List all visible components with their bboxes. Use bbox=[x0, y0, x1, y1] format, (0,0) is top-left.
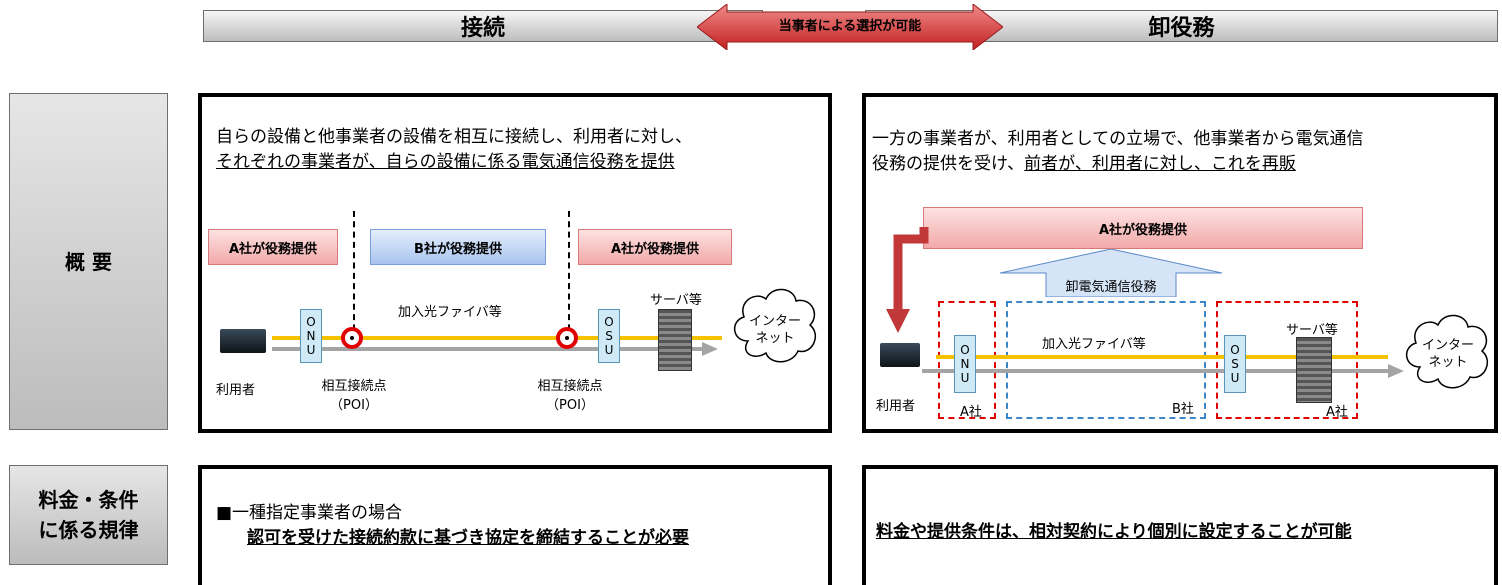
internet-label: インター ネット bbox=[1421, 338, 1474, 370]
row-header-regulation-line2: に係る規律 bbox=[38, 518, 139, 542]
tag-a-company-service: A社が役務提供 bbox=[923, 207, 1363, 249]
internet-cloud-icon bbox=[734, 288, 816, 363]
connection-overview-panel: 自らの設備と他事業者の設備を相互に接続し、利用者に対し、 それぞれの事業者が、自… bbox=[198, 93, 832, 433]
row-header-regulation: 料金・条件 に係る規律 bbox=[9, 465, 168, 565]
connection-desc-line1: 自らの設備と他事業者の設備を相互に接続し、利用者に対し、 bbox=[216, 127, 692, 147]
user-label: 利用者 bbox=[876, 399, 916, 414]
down-arrow-icon bbox=[886, 227, 929, 333]
poi-label-1: 相互接続点 （POI） bbox=[321, 379, 387, 413]
connection-desc-line2: それぞれの事業者が、自らの設備に係る電気通信役務を提供 bbox=[216, 152, 675, 172]
server-icon bbox=[1296, 337, 1332, 403]
company-a-label-right: A社 bbox=[1326, 405, 1348, 420]
internet-label: インター ネット bbox=[748, 314, 801, 346]
user-terminal-icon bbox=[220, 329, 266, 353]
choice-arrow-label: 当事者による選択が可能 bbox=[778, 19, 922, 34]
row-header-regulation-line1: 料金・条件 bbox=[38, 488, 139, 512]
server-label: サーバ等 bbox=[1286, 323, 1338, 338]
connection-regulation-panel: ■一種指定事業者の場合 認可を受けた接続約款に基づき協定を締結することが必要 bbox=[198, 465, 832, 585]
wholesale-regulation-panel: 料金や提供条件は、相対契約により個別に設定することが可能 bbox=[862, 465, 1498, 585]
header-connection: 接続 bbox=[203, 10, 763, 42]
server-label: サーバ等 bbox=[650, 293, 702, 308]
tag-a-company-right: A社が役務提供 bbox=[578, 229, 732, 265]
user-terminal-icon bbox=[880, 343, 920, 367]
flow-arrow-icon bbox=[1388, 364, 1404, 378]
poi-divider-2 bbox=[568, 211, 570, 351]
header-wholesale-label: 卸役務 bbox=[1148, 16, 1215, 41]
wholesale-overview-panel: 一方の事業者が、利用者としての立場で、他事業者から電気通信 役務の提供を受け、前… bbox=[862, 93, 1498, 433]
fiber-line bbox=[272, 336, 722, 340]
wholesale-regulation-line: 料金や提供条件は、相対契約により個別に設定することが可能 bbox=[876, 522, 1352, 542]
poi-label-2: 相互接続点 （POI） bbox=[537, 379, 603, 413]
poi-marker-1 bbox=[341, 327, 363, 349]
gray-line bbox=[922, 369, 1390, 373]
poi-marker-2 bbox=[556, 327, 578, 349]
flow-arrow-icon bbox=[702, 342, 718, 356]
fiber-line bbox=[936, 355, 1388, 359]
internet-cloud-icon bbox=[1406, 314, 1488, 389]
wholesale-desc-line2: 役務の提供を受け、前者が、利用者に対し、これを再販 bbox=[872, 154, 1296, 174]
regulation-case-line: ■一種指定事業者の場合 bbox=[216, 503, 403, 523]
company-a-box-left bbox=[938, 301, 996, 419]
company-b-box bbox=[1006, 301, 1206, 419]
company-a-label-left: A社 bbox=[960, 405, 982, 420]
company-b-label: B社 bbox=[1172, 402, 1194, 417]
tag-b-company: B社が役務提供 bbox=[370, 229, 546, 265]
regulation-requirement-line: 認可を受けた接続約款に基づき協定を締結することが必要 bbox=[247, 528, 689, 548]
double-arrow-icon bbox=[697, 4, 1003, 50]
fiber-label: 加入光ファイバ等 bbox=[1042, 337, 1146, 352]
company-a-box-right bbox=[1216, 301, 1358, 419]
fiber-label: 加入光ファイバ等 bbox=[398, 305, 502, 320]
wholesale-up-arrow-icon bbox=[1000, 249, 1222, 297]
wholesale-desc-line1: 一方の事業者が、利用者としての立場で、他事業者から電気通信 bbox=[872, 129, 1364, 149]
server-icon bbox=[658, 309, 692, 371]
tag-a-company-left: A社が役務提供 bbox=[208, 229, 338, 265]
gray-line bbox=[272, 347, 702, 351]
wholesale-service-label: 卸電気通信役務 bbox=[1065, 280, 1157, 295]
row-header-overview: 概 要 bbox=[9, 93, 168, 430]
user-label: 利用者 bbox=[216, 383, 256, 398]
header-connection-label: 接続 bbox=[460, 16, 505, 41]
poi-divider-1 bbox=[353, 211, 355, 351]
row-header-overview-label: 概 要 bbox=[65, 249, 112, 274]
